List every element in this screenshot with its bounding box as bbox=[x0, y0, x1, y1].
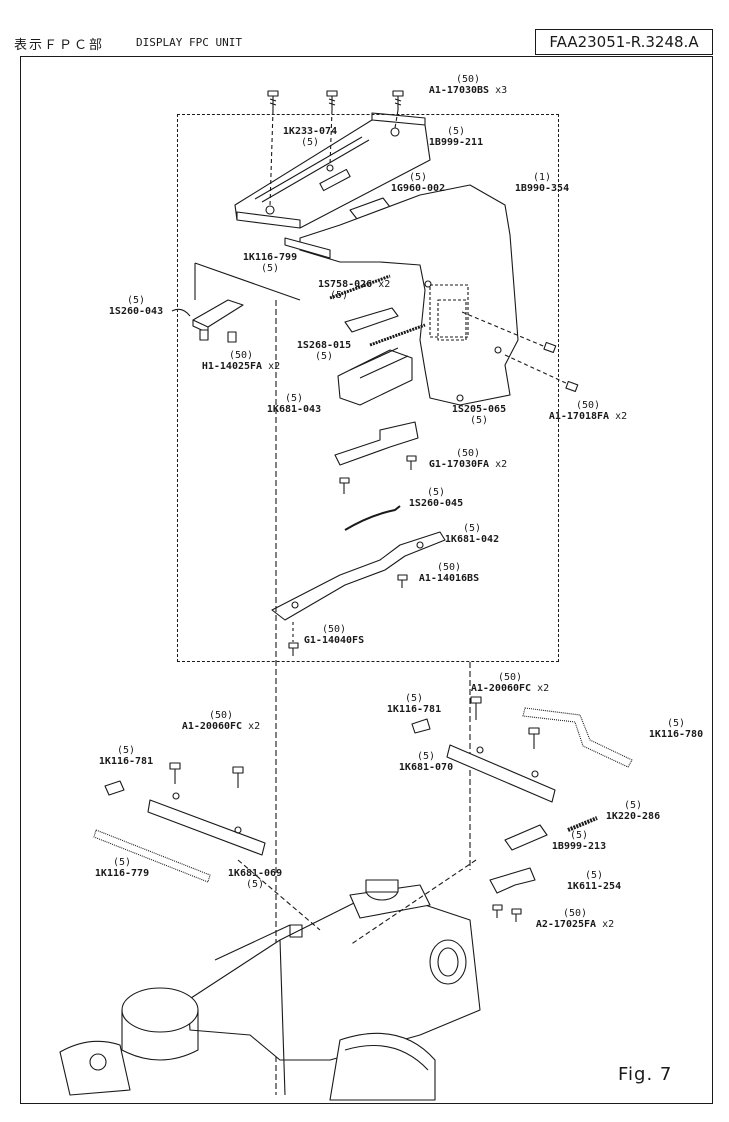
part-label: (50)A1-20060FC x2 bbox=[181, 710, 261, 732]
display-unit-inset-boundary bbox=[177, 114, 559, 662]
part-label: 1K116-799(5) bbox=[242, 252, 298, 274]
part-label: (50)A1-17018FA x2 bbox=[548, 400, 628, 422]
part-label: (1)1B990-354 bbox=[514, 172, 570, 194]
part-label: (5)1S260-043 bbox=[108, 295, 164, 317]
part-label: 1S205-065(5) bbox=[451, 404, 507, 426]
plate-1k681-042-shape bbox=[271, 531, 446, 621]
part-label: (5)1K116-779 bbox=[94, 857, 150, 879]
screw-icon bbox=[565, 380, 579, 393]
part-label: (5)1K681-070 bbox=[398, 751, 454, 773]
screw-icon bbox=[288, 642, 299, 656]
top-cover-bracket-shape bbox=[234, 109, 431, 229]
screw-icon bbox=[169, 762, 181, 784]
screw-icon bbox=[492, 904, 503, 918]
bracket-1k611-254-shape bbox=[489, 867, 536, 894]
part-label: (50)A2-17025FA x2 bbox=[535, 908, 615, 930]
part-label: (50)G1-14040FS bbox=[303, 624, 365, 646]
part-label: (5)1K220-286 bbox=[605, 800, 661, 822]
screw-icon bbox=[339, 477, 350, 494]
part-label: (5)1K681-042 bbox=[444, 523, 500, 545]
holder-1k681-043-shape bbox=[337, 347, 413, 406]
part-label: (5)1K116-781 bbox=[386, 693, 442, 715]
screw-icon bbox=[392, 90, 404, 110]
part-label: (5)1K116-780 bbox=[648, 718, 704, 740]
part-label: (5)1K681-043 bbox=[266, 393, 322, 415]
part-label: (50)A1-17030BS x3 bbox=[428, 74, 508, 96]
screw-icon bbox=[267, 90, 279, 110]
part-label: 1S268-015(5) bbox=[296, 340, 352, 362]
bracket-1b999-213-shape bbox=[504, 824, 548, 851]
part-label: 1K681-069(5) bbox=[227, 868, 283, 890]
screw-icon bbox=[511, 908, 522, 922]
connector-1s260-043-shape bbox=[192, 299, 244, 343]
flex-strip-1k116-780-shape bbox=[522, 707, 633, 768]
spring-strip-shape bbox=[329, 274, 391, 300]
part-label: (5)1K611-254 bbox=[566, 870, 622, 892]
figure-label: Fig. 7 bbox=[618, 1064, 673, 1085]
flex-cable-1s260-045-shape bbox=[344, 505, 401, 531]
part-label: (5)1G960-002 bbox=[390, 172, 446, 194]
bracket-shape bbox=[334, 421, 419, 466]
screw-icon bbox=[326, 90, 338, 110]
part-label: (5)1S260-045 bbox=[408, 487, 464, 509]
small-block-icon bbox=[104, 780, 125, 796]
screw-icon bbox=[470, 696, 482, 720]
part-label: 1S758-026 x2(5) bbox=[318, 279, 391, 301]
part-label: 1K233-074(5) bbox=[282, 126, 338, 148]
part-label: (50)H1-14025FA x2 bbox=[201, 350, 281, 372]
header-title-english: DISPLAY FPC UNIT bbox=[136, 36, 242, 49]
flex-strip-1k116-779-shape bbox=[93, 829, 211, 883]
bracket-1k681-070-shape bbox=[446, 744, 556, 803]
screw-icon bbox=[397, 574, 408, 588]
part-label: (5)1B999-213 bbox=[551, 830, 607, 852]
part-label: (50)A1-20060FC x2 bbox=[470, 672, 550, 694]
part-label: (50)A1-14016BS bbox=[418, 562, 480, 584]
screw-icon bbox=[232, 766, 244, 788]
screw-icon bbox=[543, 341, 557, 354]
part-label: (50)G1-17030FA x2 bbox=[428, 448, 508, 470]
camera-body-shape bbox=[59, 879, 481, 1101]
spring-1k220-286-icon bbox=[567, 816, 598, 832]
header-title-japanese: 表示ＦＰＣ部 bbox=[14, 38, 105, 53]
contact-block-shape bbox=[344, 307, 399, 333]
spring-strip-shape bbox=[369, 323, 426, 347]
part-label: (5)1B999-211 bbox=[428, 126, 484, 148]
small-block-icon bbox=[411, 718, 431, 734]
document-reference-box: FAA23051-R.3248.A bbox=[535, 29, 713, 55]
screw-icon bbox=[406, 455, 417, 470]
diagram-frame bbox=[20, 56, 713, 1104]
screw-icon bbox=[528, 727, 540, 749]
part-label: (5)1K116-781 bbox=[98, 745, 154, 767]
bracket-1k681-069-shape bbox=[147, 792, 266, 856]
fpc-board-shape bbox=[284, 184, 519, 406]
